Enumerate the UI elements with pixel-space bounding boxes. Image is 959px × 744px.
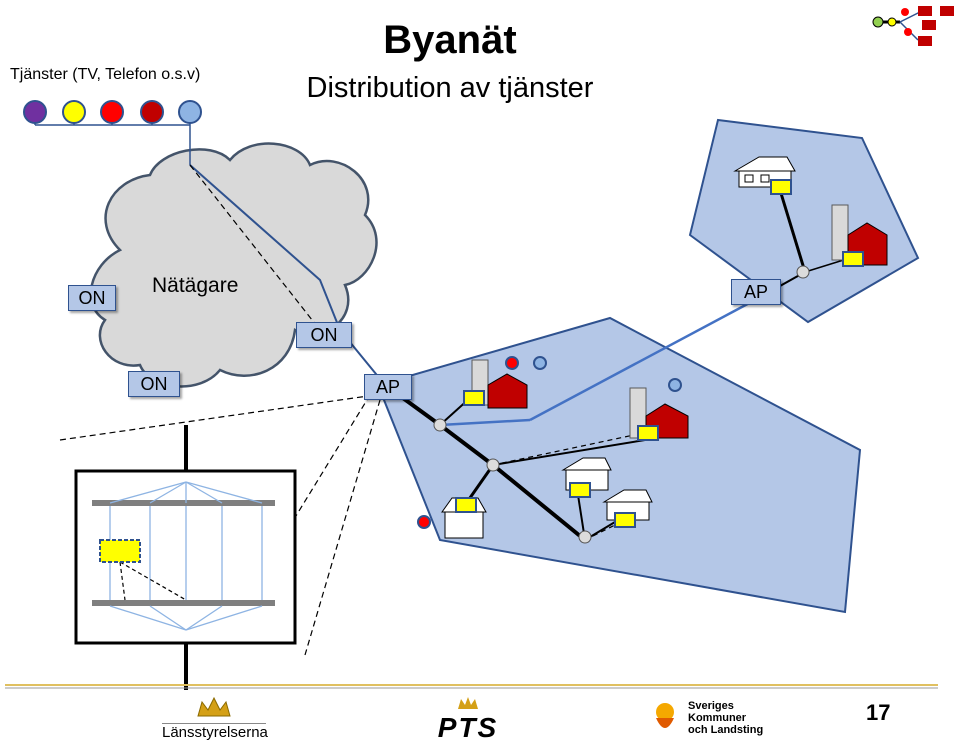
- service-dot: [62, 100, 86, 124]
- service-dot: [140, 100, 164, 124]
- village-zone-small: [688, 118, 920, 324]
- ap-label: AP: [731, 279, 781, 305]
- page-title: Byanät: [383, 18, 517, 62]
- on-label: ON: [128, 371, 180, 397]
- ap-label: AP: [364, 374, 412, 400]
- skl-line-2: Kommuner: [688, 712, 747, 724]
- skl-line-3: och Landsting: [688, 724, 764, 736]
- service-dots: [23, 100, 202, 124]
- crown-icon: [197, 696, 231, 717]
- service-dot: [23, 100, 47, 124]
- lansstyrelserna-logo: Länsstyrelserna: [162, 696, 268, 741]
- lansstyrelserna-text: Länsstyrelserna: [162, 723, 268, 741]
- cloud-label: Nätägare: [152, 274, 239, 297]
- village-zone-large: [376, 316, 862, 614]
- page-subtitle: Distribution av tjänster: [306, 72, 594, 104]
- crown-icon: [458, 697, 478, 709]
- page-number: 17: [866, 700, 891, 725]
- skl-emblem-icon: [656, 703, 674, 728]
- owner-cloud: [89, 142, 378, 388]
- network-thumbnail-icon: [872, 6, 954, 46]
- on-label: ON: [68, 285, 116, 311]
- on-label: ON: [296, 322, 352, 348]
- service-dot: [178, 100, 202, 124]
- services-label: Tjänster (TV, Telefon o.s.v): [10, 66, 201, 83]
- service-dot: [100, 100, 124, 124]
- skl-logo: Sveriges Kommuner och Landsting: [648, 698, 768, 738]
- skl-line-1: Sveriges: [688, 700, 734, 712]
- apartment-terminal: [99, 539, 141, 563]
- pts-text: PTS: [437, 712, 499, 743]
- pts-logo: PTS: [428, 696, 508, 743]
